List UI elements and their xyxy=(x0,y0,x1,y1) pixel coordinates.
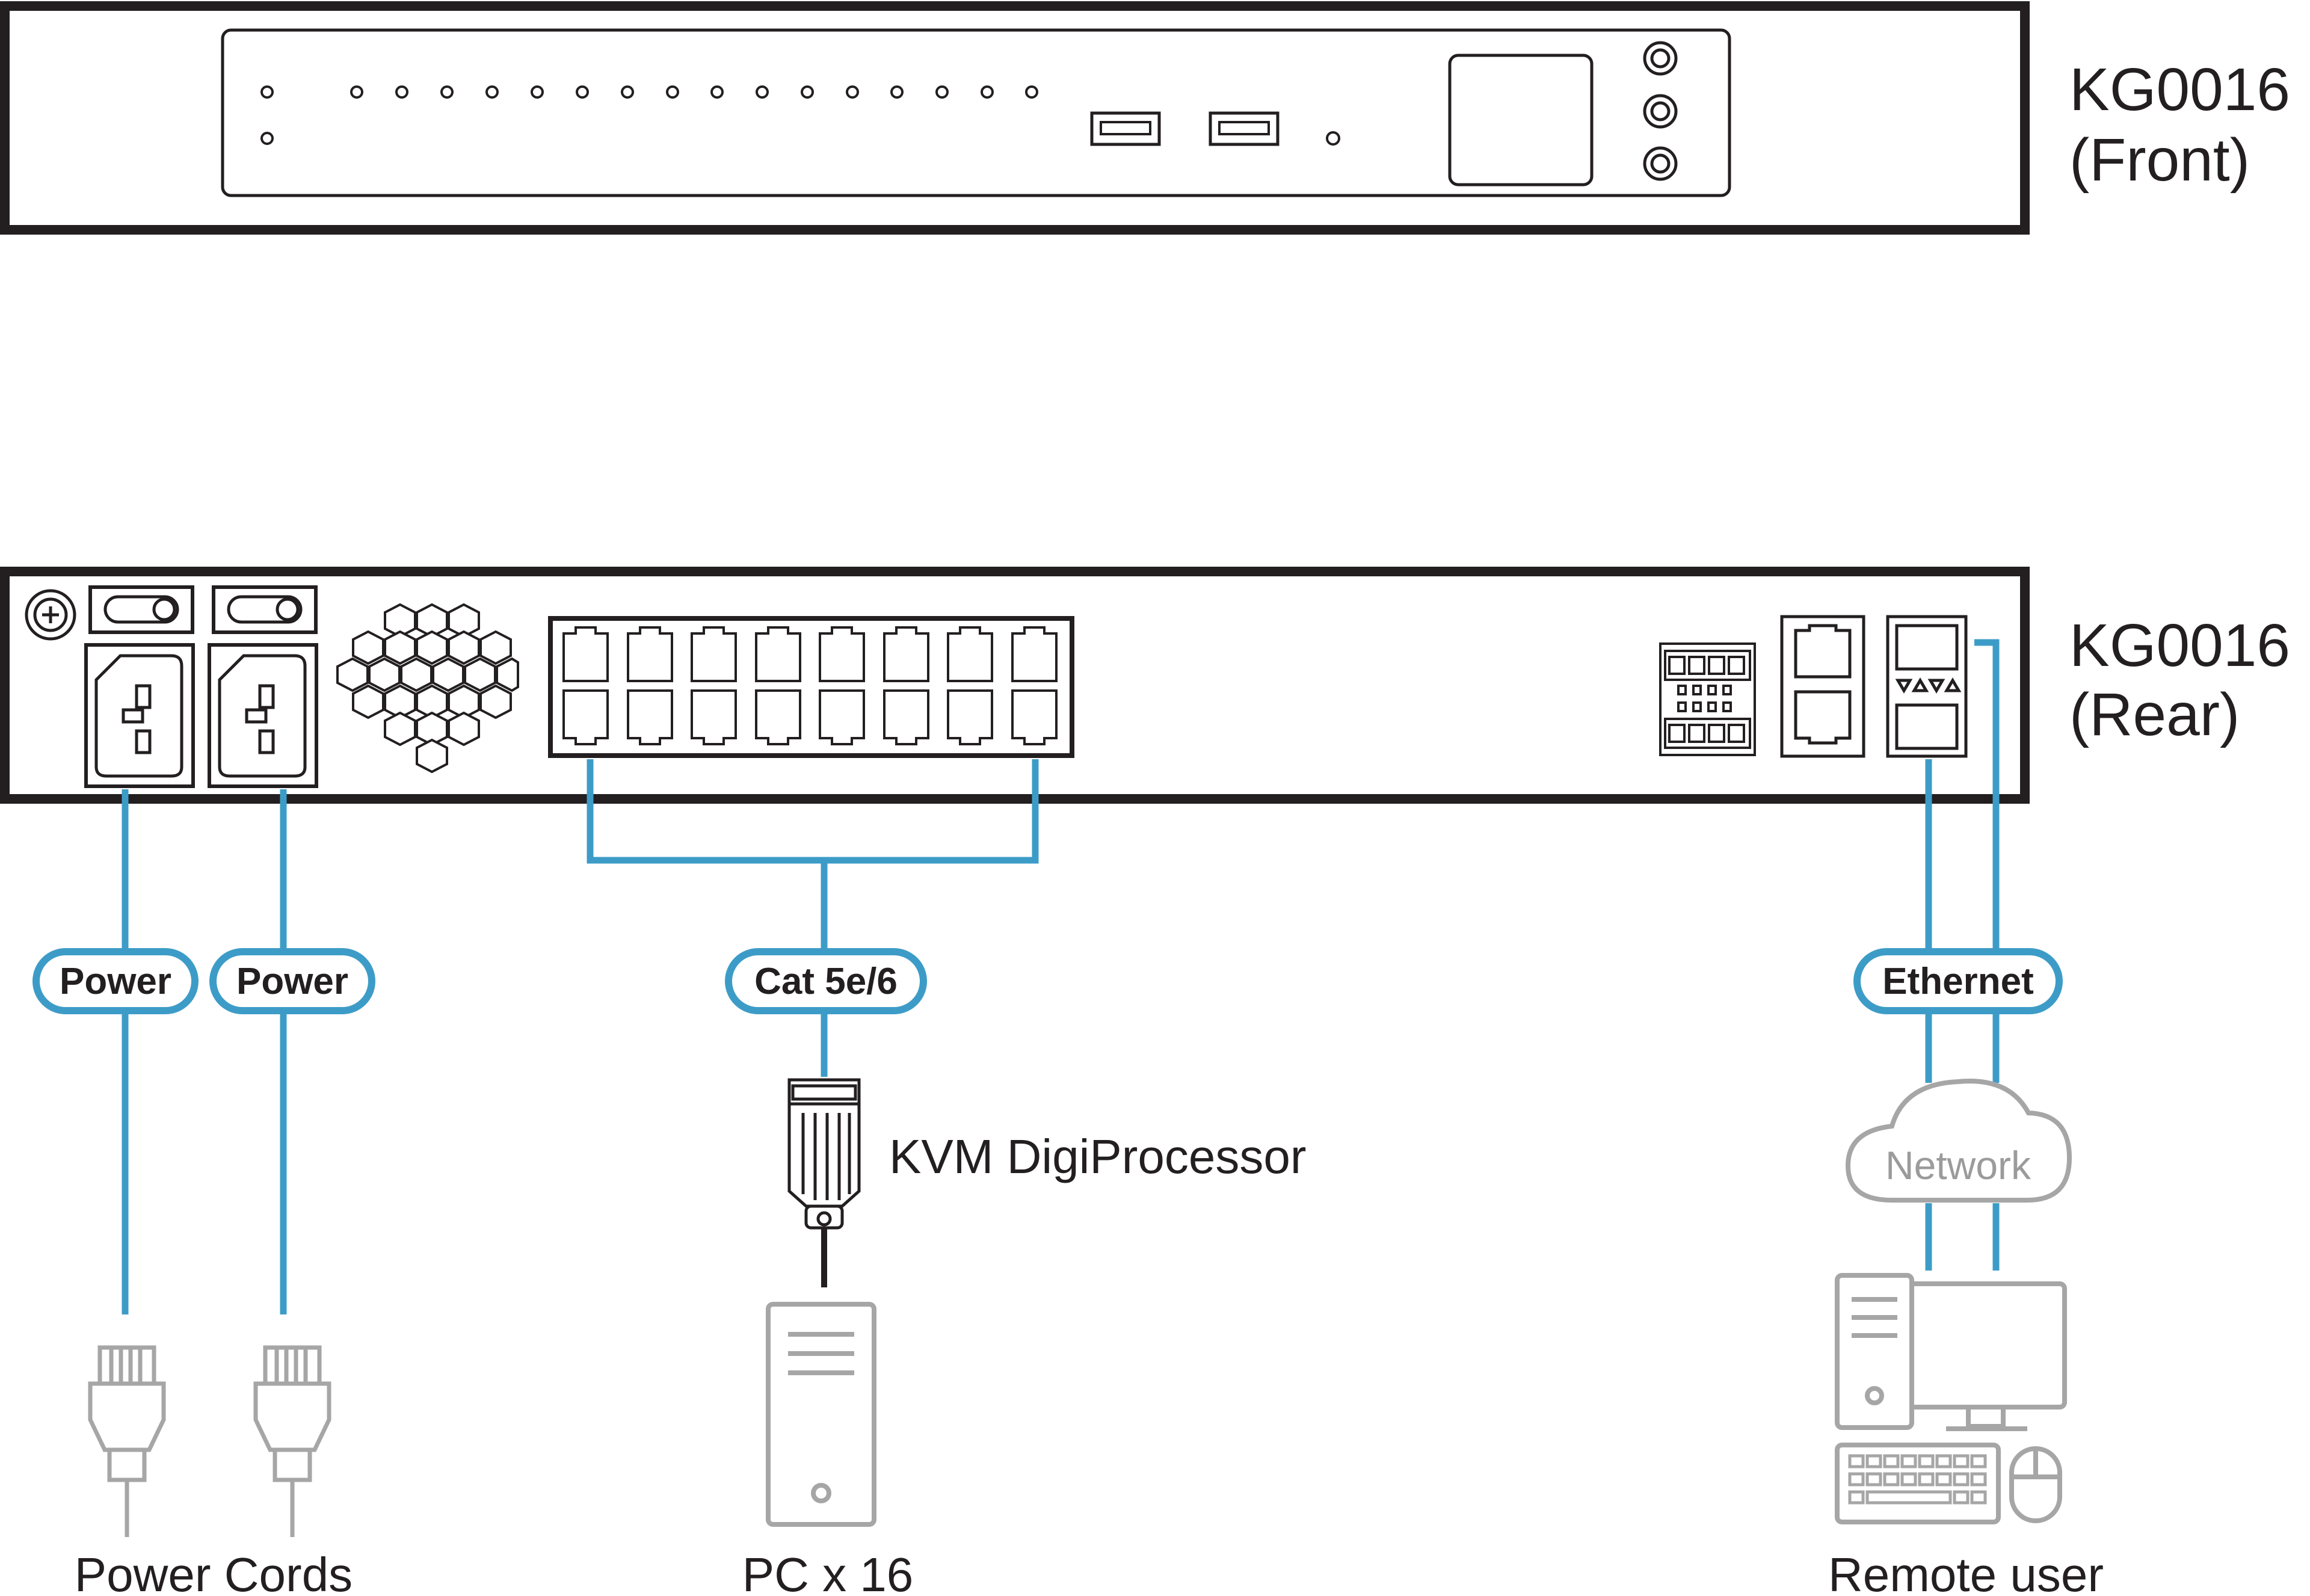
power-label-2: Power xyxy=(209,948,375,1014)
rear-model-label: KG0016 xyxy=(2069,612,2290,679)
network-cloud-icon: Network xyxy=(1845,1079,2072,1203)
usb-port-2 xyxy=(1209,111,1280,146)
ground-screw-icon xyxy=(25,589,76,641)
svg-text:Power: Power xyxy=(60,961,171,1002)
front-buttons xyxy=(1643,41,1678,181)
lan-port-block xyxy=(1886,615,1968,758)
front-side-label: (Front) xyxy=(2069,126,2250,194)
rear-panel: KG0016 (Rear) xyxy=(0,567,2290,804)
power-cords-label: Power Cords xyxy=(75,1548,353,1596)
network-label: Network xyxy=(1885,1143,2031,1188)
pc-count-label: PC x 16 xyxy=(742,1548,914,1596)
power-switch-2 xyxy=(212,585,318,634)
power-label-1: Power xyxy=(32,948,199,1014)
front-faceplate xyxy=(221,28,1731,197)
kvm-adapter-icon xyxy=(787,1078,861,1230)
front-model-label: KG0016 xyxy=(2069,56,2290,123)
remote-workstation-icon xyxy=(1835,1273,2067,1524)
lcd-display xyxy=(1448,54,1594,186)
console-port-block xyxy=(1780,615,1865,758)
terminal-block xyxy=(1659,642,1756,756)
status-led xyxy=(260,132,274,145)
pc-tower-icon xyxy=(766,1302,876,1527)
kvm-port-block xyxy=(548,616,1074,758)
rear-side-label: (Rear) xyxy=(2069,681,2240,748)
cat-cable-bracket xyxy=(587,759,1039,864)
kvm-adapter-label: KVM DigiProcessor xyxy=(889,1130,1307,1183)
ethernet-label: Ethernet xyxy=(1853,948,2063,1014)
reset-hole xyxy=(1326,131,1340,146)
svg-text:Ethernet: Ethernet xyxy=(1882,961,2033,1002)
port-leds xyxy=(350,85,1038,99)
cables xyxy=(122,639,2000,1314)
fan-vent-icon xyxy=(336,603,519,774)
svg-text:Power: Power xyxy=(236,961,348,1002)
power-cord-icon-2 xyxy=(253,1345,331,1537)
power-switch-1 xyxy=(88,585,194,634)
cat-label: Cat 5e/6 xyxy=(725,948,927,1014)
power-socket-1 xyxy=(84,643,195,788)
ethernet-cable-2 xyxy=(1974,639,2000,1083)
front-panel: KG0016 (Front) xyxy=(0,1,2290,235)
power-cord-icon-1 xyxy=(88,1345,166,1537)
power-led xyxy=(260,85,274,99)
remote-user-label: Remote user xyxy=(1828,1548,2104,1596)
power-socket-2 xyxy=(208,643,318,788)
usb-port-1 xyxy=(1090,111,1161,146)
svg-text:Cat 5e/6: Cat 5e/6 xyxy=(754,961,898,1002)
